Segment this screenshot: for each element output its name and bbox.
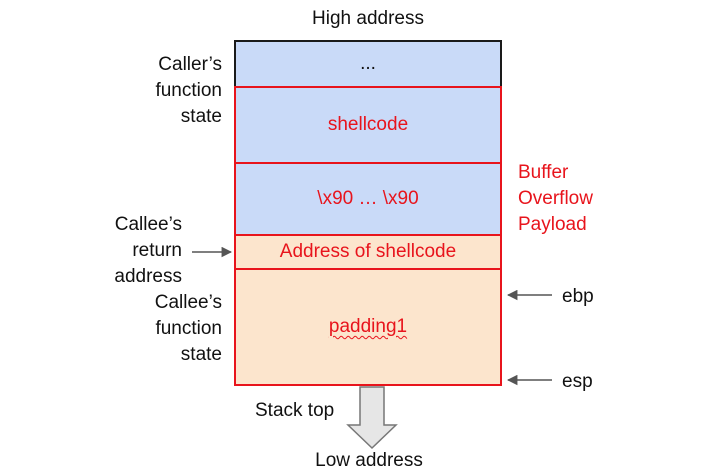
payload-line-2: Overflow: [518, 188, 593, 209]
caller-state-line-1: Caller’s: [158, 54, 222, 75]
payload-line-1: Buffer: [518, 162, 569, 183]
padding-block: padding1: [234, 270, 502, 386]
ellipsis-text: ...: [360, 53, 376, 74]
buffer-overflow-payload-label: Buffer Overflow Payload: [518, 160, 593, 238]
padding-text: padding1: [328, 316, 408, 337]
callee-state-line-2: function: [155, 318, 222, 339]
shellcode-block: shellcode: [234, 86, 502, 162]
high-address-label: High address: [312, 8, 424, 29]
nop-sled-block: \x90 … \x90: [234, 162, 502, 234]
nop-sled-text: \x90 … \x90: [317, 188, 419, 209]
return-address-block: Address of shellcode: [234, 234, 502, 270]
caller-state-line-2: function: [155, 80, 222, 101]
stack-growth-arrow: [346, 386, 398, 450]
ebp-label: ebp: [562, 286, 594, 307]
callee-state-label: Callee’s function state: [120, 290, 222, 368]
caller-state-line-3: state: [180, 106, 222, 127]
caller-frame-block: ...: [234, 40, 502, 86]
callee-return-label: Callee’s return address: [80, 212, 182, 290]
return-address-text: Address of shellcode: [279, 241, 457, 262]
shellcode-text: shellcode: [327, 114, 409, 135]
callee-state-line-3: state: [180, 344, 222, 365]
callee-return-line-3: address: [114, 266, 182, 287]
stack-top-label: Stack top: [255, 400, 335, 421]
payload-line-3: Payload: [518, 214, 587, 235]
callee-return-line-1: Callee’s: [114, 214, 182, 235]
callee-state-line-1: Callee’s: [154, 292, 222, 313]
low-address-label: Low address: [315, 450, 423, 471]
caller-state-label: Caller’s function state: [120, 52, 222, 130]
esp-label: esp: [562, 371, 593, 392]
callee-return-line-2: return: [132, 240, 182, 261]
